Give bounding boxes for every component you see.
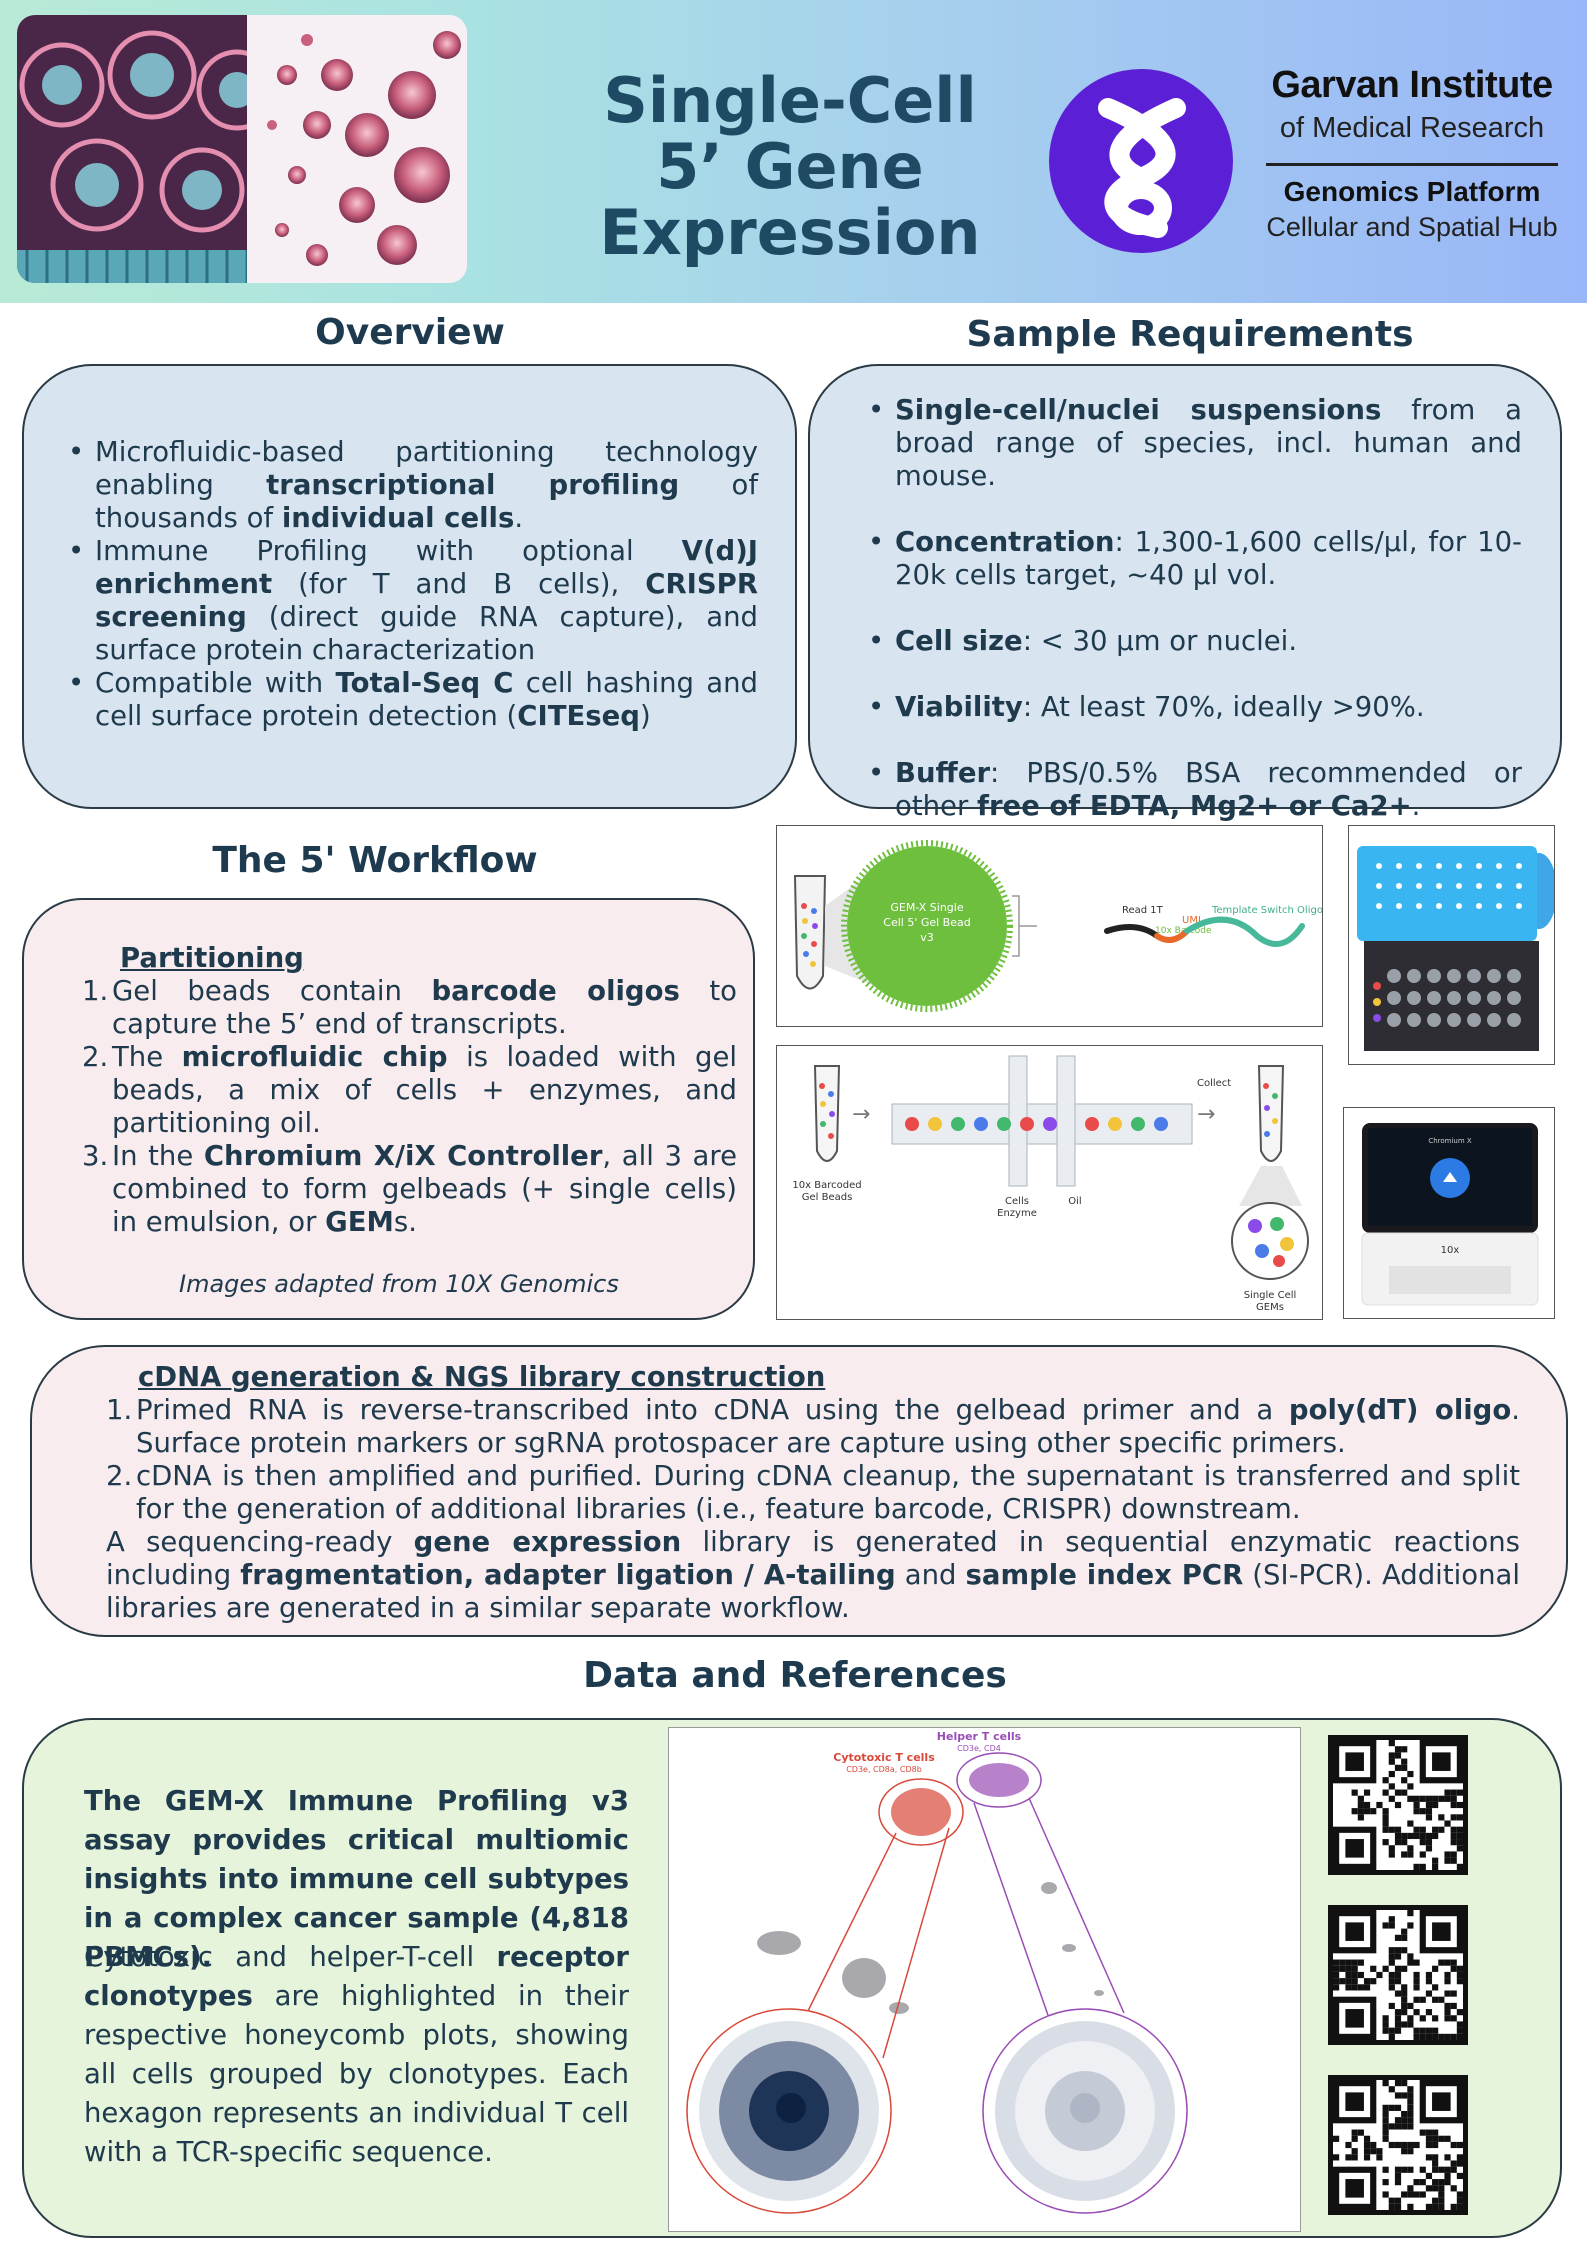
list-item: Immune Profiling with optional V(d)J enr… — [68, 535, 758, 667]
poster-title: Single-Cell 5’ Gene Expression — [599, 64, 981, 269]
platform-name: Genomics Platform — [1283, 176, 1541, 207]
cdna-paragraph: A sequencing-ready gene expression libra… — [106, 1526, 1521, 1624]
cells-label: Cells — [1005, 1196, 1029, 1207]
qr-code-3[interactable] — [1328, 2075, 1468, 2215]
list-item: Single-cell/nuclei suspensions from a br… — [868, 394, 1522, 493]
cdna-steps: Primed RNA is reverse-transcribed into c… — [106, 1394, 1520, 1625]
data-body: Cytotoxic and helper-T-cell receptor clo… — [84, 1941, 629, 2168]
overview-panel: Microfluidic-based partitioning technolo… — [22, 364, 797, 809]
qr-code-1[interactable] — [1328, 1735, 1468, 1875]
gems-label-1: Single Cell — [1244, 1290, 1297, 1301]
list-item: In the Chromium X/iX Controller, all 3 a… — [82, 1140, 737, 1239]
list-item: Viability: At least 70%, ideally >90%. — [868, 691, 1522, 724]
partitioning-steps: Gel beads contain barcode oligos to capt… — [82, 975, 737, 1239]
cdna-heading: cDNA generation & NGS library constructi… — [138, 1361, 826, 1393]
clonotype-umap-figure: Helper T cells CD3e, CD4 Cytotoxic T cel… — [668, 1727, 1301, 2232]
svg-text:→: → — [852, 1102, 870, 1127]
workflow-panel: Partitioning Gel beads contain barcode o… — [22, 898, 755, 1320]
list-item: Buffer: PBS/0.5% BSA recommended or othe… — [868, 757, 1522, 823]
gel-beads-label-1: 10x Barcoded — [792, 1180, 861, 1191]
sample-requirements-title: Sample Requirements — [966, 314, 1414, 355]
bead-label-1: GEM-X Single — [890, 901, 963, 914]
read-label: Read 1T — [1122, 905, 1164, 916]
sample-requirements-panel: Single-cell/nuclei suspensions from a br… — [808, 364, 1562, 822]
chromium-controller-photo: Chromium X 10x — [1343, 1107, 1555, 1319]
collect-label: Collect — [1197, 1078, 1231, 1089]
overview-list: Microfluidic-based partitioning technolo… — [68, 436, 758, 733]
image-credit: Images adapted from 10X Genomics — [179, 1270, 619, 1298]
qr-code-2[interactable] — [1328, 1905, 1468, 2045]
partitioning-figure: 10x Barcoded Gel Beads → Cells Enzyme Oi… — [776, 1045, 1323, 1320]
workflow-title: The 5' Workflow — [212, 840, 538, 881]
enzyme-label: Enzyme — [997, 1208, 1037, 1219]
institute-subtitle: of Medical Research — [1279, 112, 1545, 144]
helper-markers: CD3e, CD4 — [957, 1744, 1001, 1753]
cytotoxic-label: Cytotoxic T cells — [833, 1751, 935, 1764]
data-lead: The GEM-X Immune Profiling v3 assay prov… — [84, 1785, 629, 1973]
tissue-cells-illustration — [17, 15, 467, 283]
list-item: The microfluidic chip is loaded with gel… — [82, 1041, 737, 1140]
divider — [1266, 163, 1558, 166]
gel-bead-figure: GEM-X Single Cell 5' Gel Bead v3 Read 1T… — [776, 825, 1323, 1027]
gems-label-2: GEMs — [1256, 1302, 1284, 1313]
helper-label: Helper T cells — [937, 1730, 1022, 1743]
poster-header: Single-Cell 5’ Gene Expression Garvan In… — [0, 0, 1587, 303]
hub-name: Cellular and Spatial Hub — [1266, 212, 1558, 242]
overview-title: Overview — [315, 312, 505, 353]
qr-pattern-1 — [1333, 1740, 1463, 1870]
sample-requirements-list: Single-cell/nuclei suspensions from a br… — [868, 394, 1522, 823]
data-title: Data and References — [583, 1655, 1007, 1696]
list-item: Concentration: 1,300-1,600 cells/µl, for… — [868, 526, 1522, 592]
list-item: Gel beads contain barcode oligos to capt… — [82, 975, 737, 1041]
list-item: Primed RNA is reverse-transcribed into c… — [106, 1394, 1520, 1460]
partitioning-heading: Partitioning — [120, 942, 304, 974]
bead-label-3: v3 — [920, 931, 934, 944]
gel-beads-label-2: Gel Beads — [802, 1192, 853, 1203]
umi-label: UMI — [1182, 915, 1201, 926]
bead-label-2: Cell 5' Gel Bead — [883, 916, 970, 929]
svg-text:→: → — [1197, 1102, 1215, 1127]
garvan-logo-icon — [1048, 68, 1234, 254]
cytotoxic-markers: CD3e, CD8a, CD8b — [846, 1765, 922, 1774]
institute-name: Garvan Institute — [1271, 64, 1553, 106]
list-item: Compatible with Total-Seq C cell hashing… — [68, 667, 758, 733]
oil-label: Oil — [1068, 1196, 1081, 1207]
tso-label: Template Switch Oligo — [1211, 905, 1323, 916]
device-screen-label: Chromium X — [1428, 1137, 1472, 1145]
qr-pattern-3 — [1333, 2080, 1463, 2210]
list-item: Cell size: < 30 µm or nuclei. — [868, 625, 1522, 658]
microfluidic-chip-photo — [1348, 825, 1555, 1065]
cdna-panel: cDNA generation & NGS library constructi… — [30, 1345, 1568, 1637]
device-brand: 10x — [1441, 1245, 1460, 1256]
list-item: Microfluidic-based partitioning technolo… — [68, 436, 758, 535]
list-item: cDNA is then amplified and purified. Dur… — [106, 1460, 1520, 1526]
qr-pattern-2 — [1333, 1910, 1463, 2040]
